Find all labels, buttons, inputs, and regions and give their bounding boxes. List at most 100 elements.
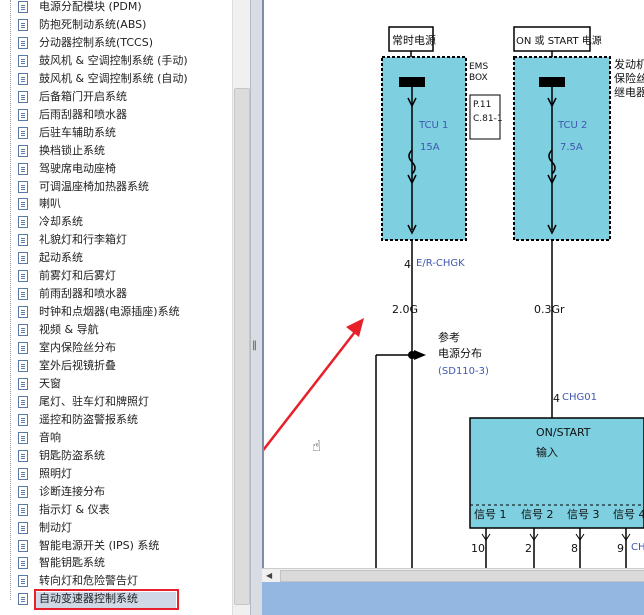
pin-10: 10 (471, 542, 485, 555)
document-icon (18, 108, 28, 121)
document-icon (18, 72, 28, 85)
document-icon (18, 288, 28, 301)
tree-item-label: 可调温座椅加热器系统 (39, 179, 149, 193)
tree-item-label: 诊断连接分布 (39, 484, 105, 498)
fuse1-amp: 15A (420, 142, 440, 153)
connector-right-code: CHG01 (562, 392, 597, 403)
tree-item-label: 分动器控制系统(TCCS) (39, 35, 154, 49)
document-icon (18, 198, 28, 211)
document-icon (18, 216, 28, 229)
signal-2: 信号 2 (521, 508, 554, 521)
fuse-relay-box-label: 发动机室 保险丝 继电器盒 (614, 58, 644, 99)
fuse2-bar (539, 77, 565, 87)
tree-item-label: 制动灯 (39, 520, 72, 534)
document-icon (18, 270, 28, 283)
reference-text: 参考 电源分布 (438, 331, 482, 360)
document-icon (18, 36, 28, 49)
document-icon (18, 413, 28, 426)
tree-item-label: 视频 & 导航 (39, 323, 99, 337)
tree-item-label: 室外后视镜折叠 (39, 359, 116, 372)
fuse2-amp: 7.5A (560, 142, 583, 153)
signal-3: 信号 3 (567, 508, 600, 521)
document-icon (18, 395, 28, 408)
tree-item-label: 礼貌灯和行李箱灯 (39, 233, 127, 247)
document-icon (18, 593, 28, 606)
document-icon (18, 90, 28, 103)
module-box (469, 417, 644, 529)
document-icon (18, 1, 28, 13)
pin-left-number: 4 (404, 258, 411, 271)
tree-item-label: 后雨刮器和喷水器 (39, 107, 127, 121)
tree-item-label: 前雨刮器和喷水器 (39, 287, 127, 301)
document-icon (18, 54, 28, 67)
document-tree: 电源分配模块 (PDM) 防抱死制动系统(ABS) 分动器控制系统(TCCS) 鼓风机… (0, 0, 250, 615)
tree-item-label: 自动变速器控制系统 (39, 592, 138, 606)
fuse-box-2 (513, 56, 611, 241)
tree-item-label: 天窗 (39, 376, 61, 390)
constant-power-label: 常时电源 (392, 34, 436, 47)
ems-ref-label: P.11 C.81-1 (473, 100, 503, 124)
fuse-box-1 (381, 56, 467, 241)
sidebar-scroll-thumb[interactable] (234, 88, 250, 605)
document-icon (18, 234, 28, 247)
tree-item-label: 冷却系统 (39, 215, 83, 229)
document-icon (18, 144, 28, 157)
tree-item-label: 时钟和点烟器(电源插座)系统 (39, 305, 180, 319)
document-icon (18, 431, 28, 444)
wire-left-spec: 2.0G (392, 303, 419, 316)
reference-code: (SD110-3) (438, 366, 489, 377)
document-icon (18, 126, 28, 139)
horizontal-scroll-thumb[interactable] (280, 570, 644, 582)
document-icon (18, 252, 28, 265)
tree-item-label: 智能电源开关 (IPS) 系统 (39, 538, 160, 552)
pin-2: 2 (525, 542, 532, 555)
tree-item-label: 指示灯 & 仪表 (39, 502, 110, 516)
document-icon (18, 162, 28, 175)
annotation-arrow-head (346, 318, 364, 337)
document-icon (18, 521, 28, 534)
tree-item-label: 鼓风机 & 空调控制系统 (手动) (39, 53, 188, 67)
ems-box-label: EMS BOX (469, 62, 489, 83)
tree-item-label: 前雾灯和后雾灯 (39, 269, 116, 283)
document-icon (18, 377, 28, 390)
tree-item-label: 尾灯、驻车灯和牌照灯 (39, 394, 149, 408)
document-icon (18, 306, 28, 319)
splitter-grip-icon: ‖ (252, 340, 257, 351)
tree-item-label: 智能钥匙系统 (39, 556, 105, 570)
tree-item-label: 鼓风机 & 空调控制系统 (自动) (39, 71, 188, 85)
tree-item-label: 起动系统 (39, 251, 83, 265)
tree-guide-line (10, 0, 11, 600)
fuse1-name: TCU 1 (419, 120, 449, 131)
tree-item-label: 钥匙防盗系统 (39, 448, 105, 462)
pin-8: 8 (571, 542, 578, 555)
document-icon (18, 342, 28, 355)
tree-item-label: 电源分配模块 (PDM) (39, 0, 142, 13)
tree-item-label: 照明灯 (39, 466, 72, 480)
on-start-power-label: ON 或 START 电源 (516, 36, 602, 47)
scroll-left-icon[interactable]: ◀ (266, 571, 273, 580)
connector-left-code: E/R-CHGK (416, 258, 465, 269)
connector-bottom-code: CHG (631, 542, 644, 553)
pane-border (262, 0, 264, 615)
document-icon (18, 18, 28, 31)
document-icon (18, 467, 28, 480)
document-icon (18, 557, 28, 570)
fuse2-name: TCU 2 (558, 120, 588, 131)
signal-1: 信号 1 (474, 508, 507, 521)
tree-item-label: 驾驶席电动座椅 (39, 161, 116, 175)
module-title: ON/START (536, 426, 591, 439)
hand-cursor-icon: ☝ (312, 437, 322, 455)
tree-item-label: 后备箱门开启系统 (39, 89, 127, 103)
tree-item-label: 后驻车辅助系统 (39, 125, 116, 139)
tree-item-label: 换档锁止系统 (39, 143, 105, 157)
document-icon (18, 503, 28, 516)
annotation-arrow-line (264, 327, 359, 452)
tree-item-label: 喇叭 (39, 197, 61, 211)
tree-item-label: 防抱死制动系统(ABS) (39, 17, 147, 31)
status-bar (262, 582, 644, 615)
document-icon (18, 360, 28, 372)
diagram-svg (264, 26, 644, 568)
wire-right-spec: 0.3Gr (534, 303, 565, 316)
pin-right-number: 4 (553, 392, 560, 405)
document-icon (18, 180, 28, 193)
